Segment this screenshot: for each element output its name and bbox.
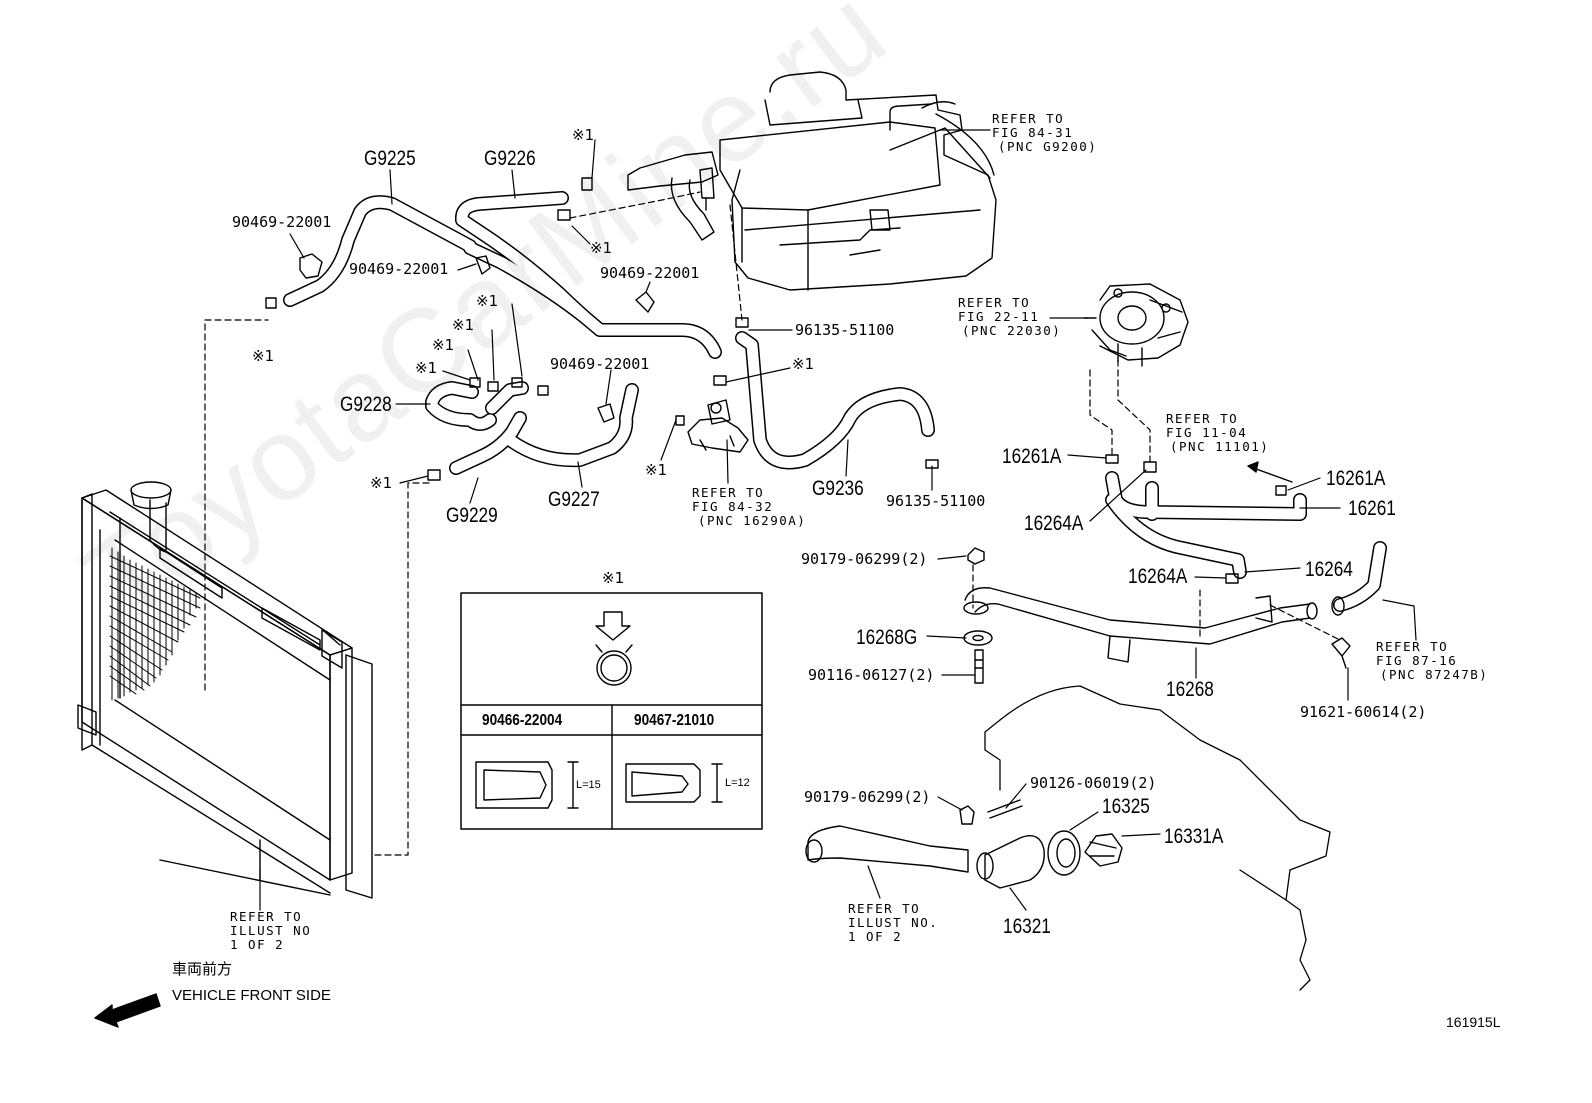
clip-mark-6: ※1	[432, 336, 455, 354]
front-arrow-icon	[94, 993, 161, 1028]
label-16268: 16268	[1166, 678, 1214, 701]
label-16264a-right: 16264A	[1128, 565, 1188, 588]
label-g9226: G9226	[484, 147, 536, 170]
label-clip-90469-d: 90469-22001	[550, 355, 650, 373]
figure-code: 161915L	[1446, 1014, 1501, 1030]
label-16261a-left: 16261A	[1002, 445, 1062, 468]
thermostat-group	[805, 799, 1123, 889]
label-16325: 16325	[1102, 795, 1150, 818]
label-stud-90126: 90126-06019(2)	[1030, 774, 1157, 792]
clip-mark-8: ※1	[792, 355, 815, 373]
clip-mark-7: ※1	[415, 359, 438, 377]
ref-throttle-line3: (PNC 22030)	[962, 323, 1062, 338]
label-g9228: G9228	[340, 393, 392, 416]
leader-lines	[259, 129, 1417, 911]
label-g9236: G9236	[812, 477, 864, 500]
reservoir-tank	[719, 71, 997, 291]
ref-valve-line2: FIG 84-32	[692, 499, 774, 514]
ref-tank-line1: REFER TO	[992, 111, 1065, 126]
label-clip-96135-a: 96135-51100	[795, 321, 895, 339]
hose-clips	[265, 177, 1287, 584]
ref-fig1104-line3: (PNC 11101)	[1170, 439, 1270, 454]
label-g9225: G9225	[364, 147, 416, 170]
dashed-leaders	[204, 191, 1341, 856]
clip-mark-5: ※1	[452, 316, 475, 334]
ref-fig1104-line2: FIG 11-04	[1166, 425, 1248, 440]
ref-illust-b-line1: REFER TO	[848, 901, 921, 916]
label-16261a-right: 16261A	[1326, 467, 1386, 490]
ref-tank-line3: (PNC G9200)	[998, 139, 1098, 154]
ref-illust-a-line2: ILLUST NO	[230, 923, 312, 938]
ref-illust-b-line3: 1 OF 2	[848, 929, 903, 944]
label-16261: 16261	[1348, 497, 1396, 520]
arrow-16261a	[1247, 461, 1293, 483]
clip-mark-10: ※1	[370, 474, 393, 492]
clip-mark-1: ※1	[572, 126, 595, 144]
engine-block	[984, 685, 1331, 991]
label-g9229: G9229	[446, 504, 498, 527]
clip-legend-box	[460, 592, 763, 830]
label-16268g: 16268G	[856, 626, 918, 649]
label-g9227: G9227	[548, 488, 600, 511]
tank-inlet-hose	[627, 151, 719, 241]
label-16264: 16264	[1305, 558, 1353, 581]
label-16264a-left: 16264A	[1024, 512, 1084, 535]
ref-fig8716-line2: FIG 87-16	[1376, 653, 1458, 668]
ref-throttle-line1: REFER TO	[958, 295, 1031, 310]
label-clip-90469-c: 90469-22001	[600, 264, 700, 282]
label-clip-90469-a: 90469-22001	[232, 213, 332, 231]
ref-valve-line1: REFER TO	[692, 485, 765, 500]
ref-illust-b-line2: ILLUST NO.	[848, 915, 939, 930]
label-stud-90116: 90116-06127(2)	[808, 666, 935, 684]
legend-title: ※1	[602, 569, 625, 587]
front-side-jp: 車両前方	[172, 961, 233, 978]
ref-tank-line2: FIG 84-31	[992, 125, 1074, 140]
legend-col-90466: 90466-22004	[482, 712, 563, 729]
water-pipe-16268	[963, 587, 1345, 663]
label-16331a: 16331A	[1164, 825, 1224, 848]
ref-fig1104-line1: REFER TO	[1166, 411, 1239, 426]
ref-illust-a-line3: 1 OF 2	[230, 937, 285, 952]
front-side-en: VEHICLE FRONT SIDE	[172, 987, 331, 1004]
label-clip-96135-b: 96135-51100	[886, 492, 986, 510]
ref-fig8716-line1: REFER TO	[1376, 639, 1449, 654]
label-bolt-91621: 91621-60614(2)	[1300, 703, 1427, 721]
label-nut-90179-b: 90179-06299(2)	[804, 788, 931, 806]
throttle-body	[1083, 283, 1189, 367]
label-16321: 16321	[1003, 915, 1051, 938]
clip-mark-2: ※1	[590, 239, 613, 257]
clip-mark-4: ※1	[476, 292, 499, 310]
clip-mark-9: ※1	[645, 461, 668, 479]
clip-mark-3: ※1	[252, 347, 275, 365]
label-nut-90179-a: 90179-06299(2)	[801, 550, 928, 568]
ref-fig8716-line3: (PNC 87247B)	[1380, 667, 1489, 682]
valve-assembly	[687, 399, 749, 453]
hose-inner	[284, 192, 1386, 611]
ref-valve-line3: (PNC 16290A)	[698, 513, 807, 528]
radiator	[77, 481, 373, 899]
legend-length-12: L=12	[725, 777, 750, 789]
label-clip-90469-b: 90469-22001	[349, 260, 449, 278]
ref-illust-a-line1: REFER TO	[230, 909, 303, 924]
ref-throttle-line2: FIG 22-11	[958, 309, 1040, 324]
legend-col-90467: 90467-21010	[634, 712, 715, 729]
radiator-core-mesh	[109, 547, 201, 701]
legend-length-15: L=15	[576, 779, 601, 791]
gasket-and-fasteners	[963, 547, 1351, 684]
